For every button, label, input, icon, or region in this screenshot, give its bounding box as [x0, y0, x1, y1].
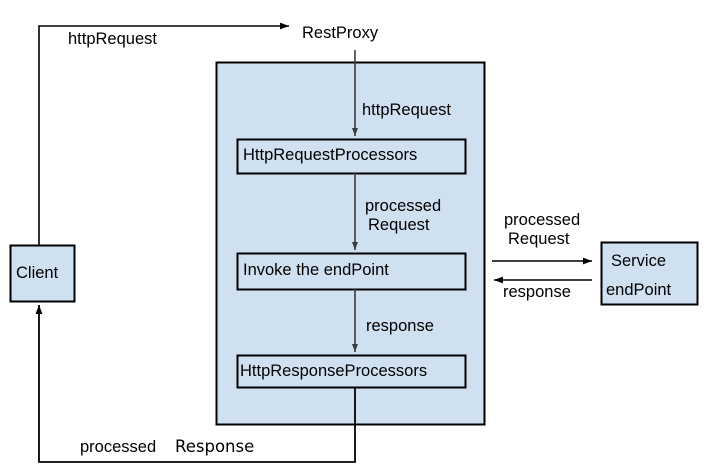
edge-label-response-to-client-word2: Response: [175, 437, 255, 456]
invoke-endpoint-box: [236, 252, 467, 291]
http-request-processors-label: HttpRequestProcessors: [243, 146, 418, 164]
edge-label-proxy-to-service-line1: processed: [504, 211, 581, 229]
service-endpoint-box: [600, 241, 699, 306]
http-response-processors-box: [236, 354, 467, 389]
client-box: [9, 244, 76, 303]
invoke-endpoint-label: Invoke the endPoint: [243, 261, 389, 279]
edge-label-processed-request-inner-line1: processed: [365, 197, 442, 215]
edge-label-client-to-proxy: httpRequest: [68, 30, 157, 48]
rest-proxy-label: RestProxy: [302, 24, 379, 42]
service-endpoint-label-line1: Service: [611, 252, 667, 270]
client-label: Client: [16, 264, 59, 282]
edge-label-invoke-to-response-processors: response: [366, 317, 434, 335]
edge-label-response-to-client-word1: processed: [80, 438, 157, 456]
http-response-processors-label: HttpResponseProcessors: [240, 362, 428, 380]
http-request-processors-box: [236, 138, 467, 175]
edge-client-to-restproxy: [38, 22, 289, 245]
edge-response-processors-to-client: [35, 305, 356, 463]
edge-label-service-to-proxy: response: [503, 283, 571, 301]
edge-label-processed-request-inner-line2: Request: [368, 216, 430, 234]
service-endpoint-label-line2: endPoint: [606, 281, 672, 299]
edge-label-proxy-to-request-processors: httpRequest: [362, 101, 451, 119]
edge-label-proxy-to-service-line2: Request: [508, 230, 570, 248]
